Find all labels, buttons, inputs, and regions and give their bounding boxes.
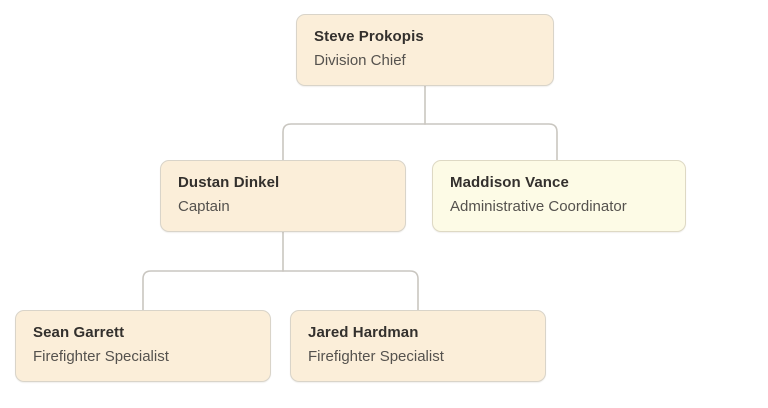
org-node-title: Firefighter Specialist <box>308 348 444 365</box>
org-node-sean-garrett[interactable]: Sean Garrett Firefighter Specialist <box>15 310 271 382</box>
org-node-title: Captain <box>178 198 230 215</box>
org-node-name: Sean Garrett <box>33 324 125 341</box>
org-node-dustan-dinkel[interactable]: Dustan Dinkel Captain <box>160 160 406 232</box>
org-node-name: Maddison Vance <box>450 174 569 191</box>
edge-dustan-dinkel-to-sean-garrett <box>142 270 284 311</box>
org-node-maddison-vance[interactable]: Maddison Vance Administrative Coordinato… <box>432 160 686 232</box>
org-node-name: Jared Hardman <box>308 324 419 341</box>
edge-dustan-dinkel-to-jared-hardman <box>282 270 419 311</box>
edge-steve-prokopis-to-maddison-vance <box>424 123 558 161</box>
org-node-title: Administrative Coordinator <box>450 198 627 215</box>
org-node-title: Firefighter Specialist <box>33 348 169 365</box>
org-node-steve-prokopis[interactable]: Steve Prokopis Division Chief <box>296 14 554 86</box>
org-node-title: Division Chief <box>314 52 406 69</box>
org-node-name: Dustan Dinkel <box>178 174 280 191</box>
org-node-jared-hardman[interactable]: Jared Hardman Firefighter Specialist <box>290 310 546 382</box>
org-node-name: Steve Prokopis <box>314 28 424 45</box>
edge-steve-prokopis-to-dustan-dinkel <box>282 123 426 161</box>
